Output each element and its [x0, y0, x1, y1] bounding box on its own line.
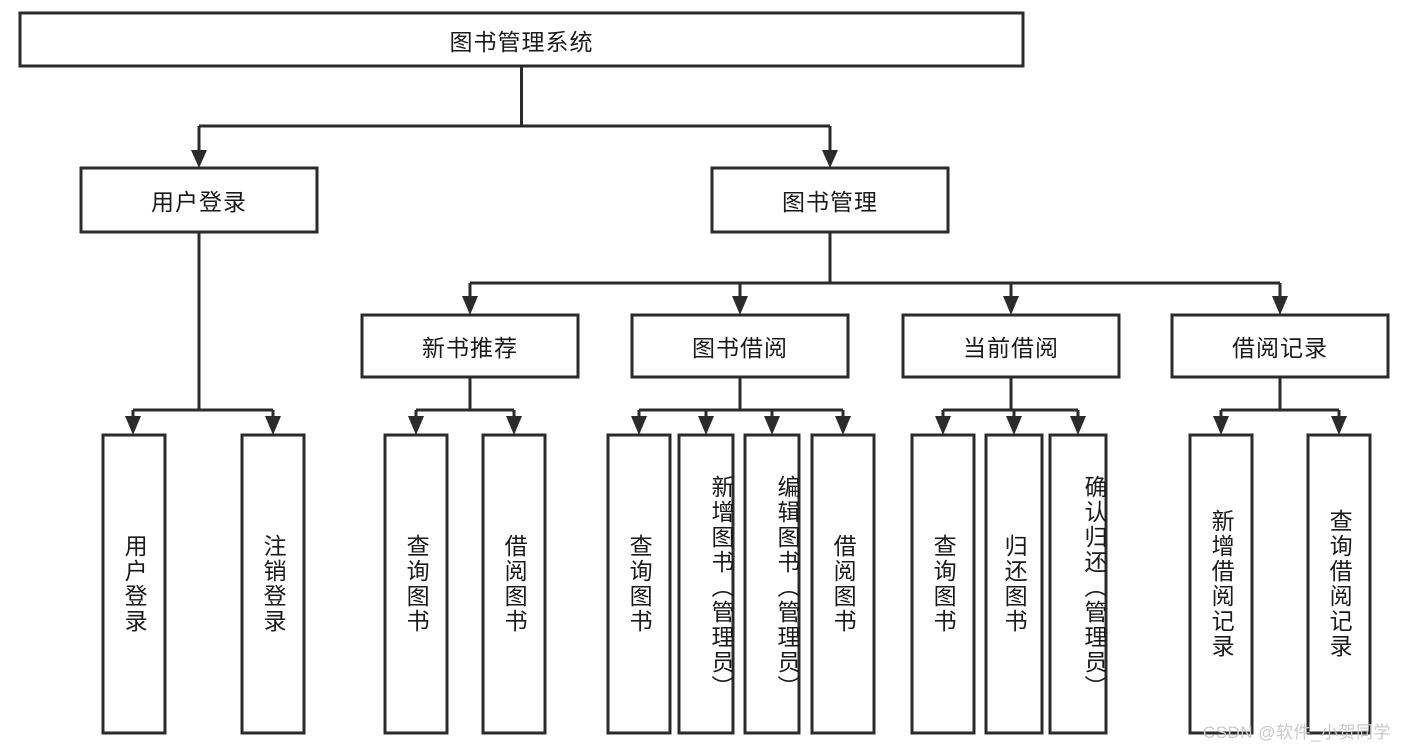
edges-userlogin-to-leaves: [125, 232, 281, 435]
node-box-user-login[interactable]: [79, 166, 319, 234]
arrow-head-leaf-add-book: [698, 416, 714, 435]
node-box-leaf-add-record[interactable]: [1188, 433, 1254, 735]
node-box-leaf-add-book[interactable]: [677, 433, 735, 735]
csdn-watermark: CSDN @软件_小贺同学: [1202, 723, 1391, 742]
node-box-leaf-return-book[interactable]: [984, 433, 1044, 735]
node-box-leaf-query-book-3[interactable]: [910, 433, 976, 735]
edges-borrow-to-leaves: [631, 377, 851, 435]
arrow-head-book-mgmt: [822, 150, 838, 168]
node-box-borrow-record[interactable]: [1170, 313, 1390, 379]
node-box-root[interactable]: [18, 11, 1025, 68]
node-box-leaf-query-book-1[interactable]: [383, 433, 449, 735]
arrow-head-leaf-confirm-return: [1070, 416, 1086, 435]
arrow-head-new-book: [462, 296, 478, 315]
arrow-head-borrow: [732, 296, 748, 315]
node-box-leaf-query-book-2[interactable]: [606, 433, 672, 735]
edges-record-to-leaves: [1213, 377, 1347, 435]
edges-root-to-level2: [191, 66, 838, 168]
node-box-current-borrow[interactable]: [901, 313, 1121, 379]
arrow-head-leaf-return-book: [1006, 416, 1022, 435]
node-box-book-management[interactable]: [710, 166, 950, 234]
arrow-head-borrow-record: [1272, 296, 1288, 315]
node-box-leaf-logout[interactable]: [240, 433, 306, 735]
arrow-head-leaf-edit-book: [764, 416, 780, 435]
node-box-leaf-edit-book[interactable]: [743, 433, 801, 735]
arrow-head-leaf-user-login: [125, 416, 141, 435]
arrow-head-leaf-borrow-book-1: [506, 416, 522, 435]
node-box-leaf-user-login[interactable]: [101, 433, 167, 735]
node-box-leaf-borrow-book-2[interactable]: [810, 433, 876, 735]
node-box-book-borrow[interactable]: [630, 313, 850, 379]
edges-currentborrow-to-leaves: [935, 377, 1086, 435]
arrow-head-leaf-add-record: [1213, 416, 1229, 435]
arrow-head-leaf-query-book-2: [631, 416, 647, 435]
node-box-leaf-query-record[interactable]: [1306, 433, 1372, 735]
arrow-head-leaf-query-record: [1331, 416, 1347, 435]
arrow-head-user-login: [191, 150, 207, 168]
node-box-leaf-borrow-book-1[interactable]: [481, 433, 547, 735]
node-box-new-book-recommend[interactable]: [360, 313, 580, 379]
edges-bookmgmt-to-level3: [462, 232, 1288, 315]
arrow-head-leaf-borrow-book-2: [835, 416, 851, 435]
node-box-leaf-confirm-return[interactable]: [1048, 433, 1108, 735]
arrow-head-leaf-query-book-1: [408, 416, 424, 435]
edges-newbook-to-leaves: [408, 377, 522, 435]
arrow-head-current-borrow: [1003, 296, 1019, 315]
arrow-head-leaf-query-book-3: [935, 416, 951, 435]
arrow-head-leaf-logout: [265, 416, 281, 435]
